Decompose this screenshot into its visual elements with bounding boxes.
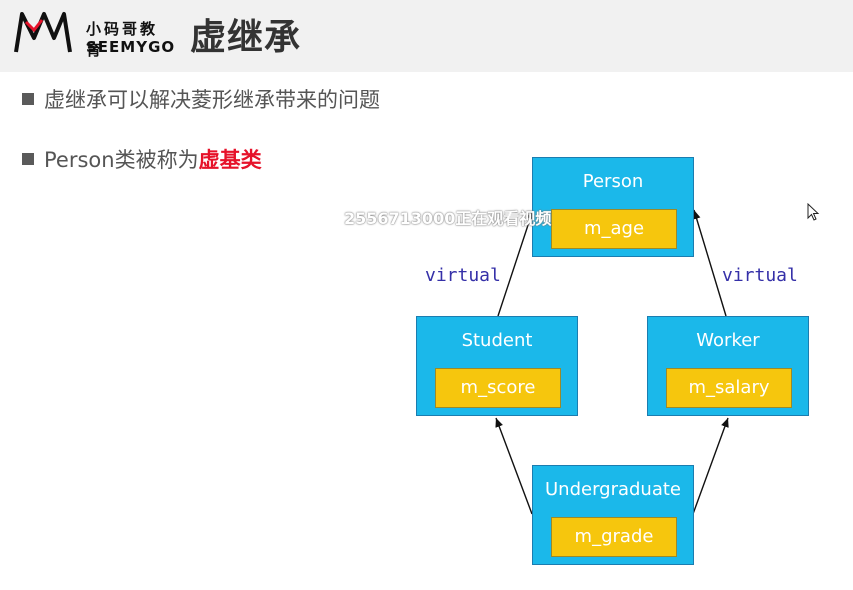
- class-name: Worker: [696, 330, 760, 351]
- page-title: 虚继承: [190, 17, 302, 58]
- logo-english-text: SEEMYGO: [86, 38, 176, 56]
- bullet-item: 虚继承可以解决菱形继承带来的问题: [22, 84, 380, 114]
- arrow-undergraduate-to-worker: [692, 417, 729, 515]
- virtual-label-right: virtual: [722, 265, 798, 286]
- class-name: Person: [582, 171, 644, 192]
- virtual-label-left: virtual: [425, 265, 501, 286]
- logo: 小码哥教育 SEEMYGO: [12, 8, 176, 64]
- class-member: m_age: [551, 209, 677, 249]
- arrow-undergraduate-to-student: [495, 417, 533, 515]
- bullet-highlight-text: 虚基类: [198, 148, 262, 172]
- logo-chinese-text: 小码哥教育: [86, 20, 159, 59]
- mouse-cursor-icon: [807, 203, 820, 221]
- class-box-student: Student m_score: [416, 316, 578, 416]
- class-member: m_score: [435, 368, 561, 408]
- bullet-text: 虚继承可以解决菱形继承带来的问题: [44, 88, 380, 112]
- class-name: Undergraduate: [544, 479, 682, 500]
- bullet-square-icon: [22, 153, 34, 165]
- viewer-watermark: 2556713000正在观看视频: [344, 209, 552, 228]
- bullet-item: Person类被称为 虚基类: [22, 144, 262, 174]
- arrow-worker-to-person: [692, 209, 727, 317]
- arrow-student-to-person: [497, 209, 534, 317]
- class-member: m_salary: [666, 368, 792, 408]
- bullet-square-icon: [22, 93, 34, 105]
- class-name: Student: [461, 330, 533, 351]
- header-bar: 小码哥教育 SEEMYGO 虚继承: [0, 0, 853, 72]
- class-box-worker: Worker m_salary: [647, 316, 809, 416]
- class-box-person: Person m_age: [532, 157, 694, 257]
- class-box-undergraduate: Undergraduate m_grade: [532, 465, 694, 565]
- class-member: m_grade: [551, 517, 677, 557]
- bullet-text: Person类被称为: [44, 148, 199, 172]
- logo-mark-icon: [14, 12, 72, 53]
